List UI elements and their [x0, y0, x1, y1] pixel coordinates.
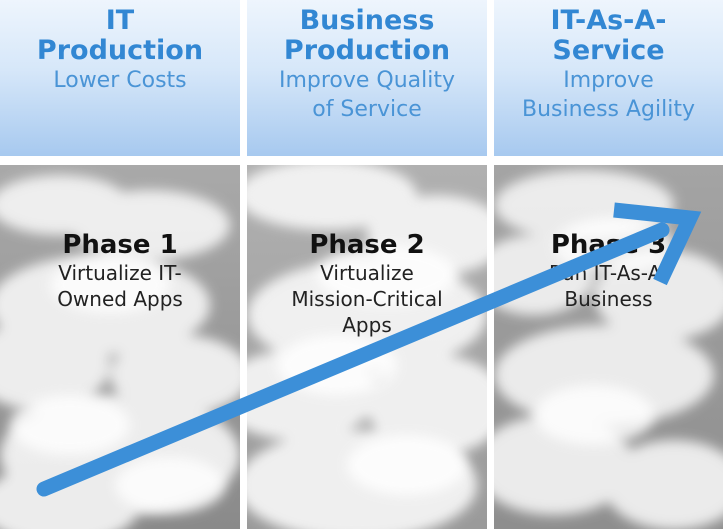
column-it-as-a-service: IT-As-A- Service Improve Business Agilit… — [494, 0, 723, 529]
column-subtitle: Improve Business Agility — [521, 68, 695, 122]
column-title: Business Production — [283, 5, 451, 66]
column-header: IT Production Lower Costs — [0, 0, 240, 156]
phase-description: Virtualize IT- Owned Apps — [57, 261, 183, 311]
arrow-head — [613, 202, 702, 286]
column-subtitle: Lower Costs — [53, 68, 187, 93]
phase-description: Run IT-As-A- Business — [549, 261, 669, 311]
phase-title: Phase 1 — [62, 230, 178, 260]
column-title: IT-As-A- Service — [550, 5, 667, 66]
phase-title: Phase 2 — [309, 230, 425, 260]
column-subtitle: Improve Quality of Service — [278, 68, 456, 122]
phase-description: Virtualize Mission-Critical Apps — [291, 261, 443, 337]
phase-block: Phase 2 Virtualize Mission-Critical Apps — [247, 230, 487, 338]
column-title: IT Production — [36, 5, 204, 66]
column-header: IT-As-A- Service Improve Business Agilit… — [494, 0, 723, 156]
column-header: Business Production Improve Quality of S… — [247, 0, 487, 156]
phase-block: Phase 1 Virtualize IT- Owned Apps — [0, 230, 240, 312]
arrow-shaft — [36, 222, 670, 497]
column-it-production: IT Production Lower Costs — [0, 0, 240, 529]
